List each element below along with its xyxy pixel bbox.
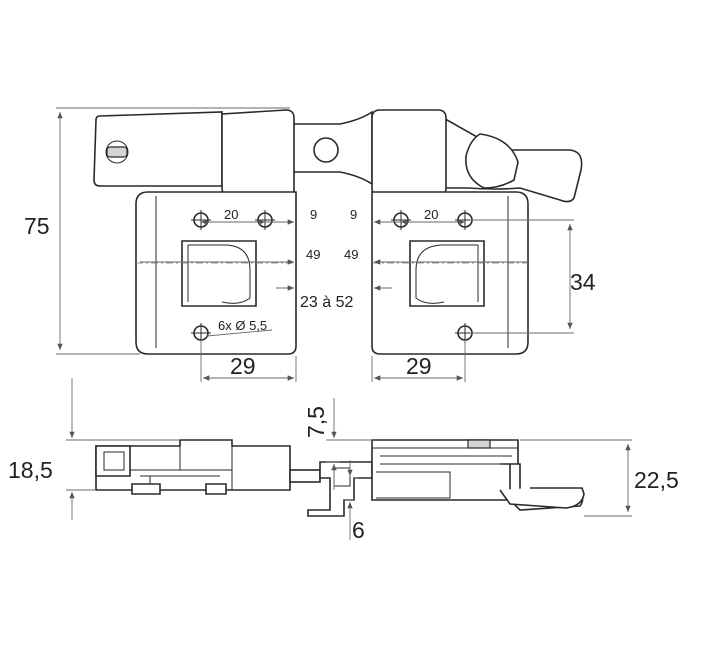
dim-width-right: 29 <box>406 353 432 379</box>
dim-slot-left: 49 <box>306 247 320 262</box>
dim-side-offset: 6 <box>352 517 365 543</box>
dim-adjust-range: 23 à 52 <box>300 294 353 311</box>
dim-height-total: 75 <box>24 213 50 239</box>
top-dimensions <box>56 107 574 382</box>
side-view <box>95 439 585 517</box>
dim-hole-spacing-left: 20 <box>224 207 238 222</box>
top-view <box>93 109 583 355</box>
dim-side-step: 7,5 <box>303 406 329 438</box>
dim-hole-offset-right: 9 <box>350 207 357 222</box>
dim-side-height-right: 22,5 <box>634 467 679 493</box>
dim-side-height-left: 18,5 <box>8 457 53 483</box>
dim-hole-offset-left: 9 <box>310 207 317 222</box>
dim-width-left: 29 <box>230 353 256 379</box>
dim-holes: 6x Ø 5,5 <box>218 318 267 333</box>
side-dimensions <box>66 378 632 540</box>
dim-slot-right: 49 <box>344 247 358 262</box>
dim-hole-height: 34 <box>570 269 596 295</box>
dim-hole-spacing-right: 20 <box>424 207 438 222</box>
